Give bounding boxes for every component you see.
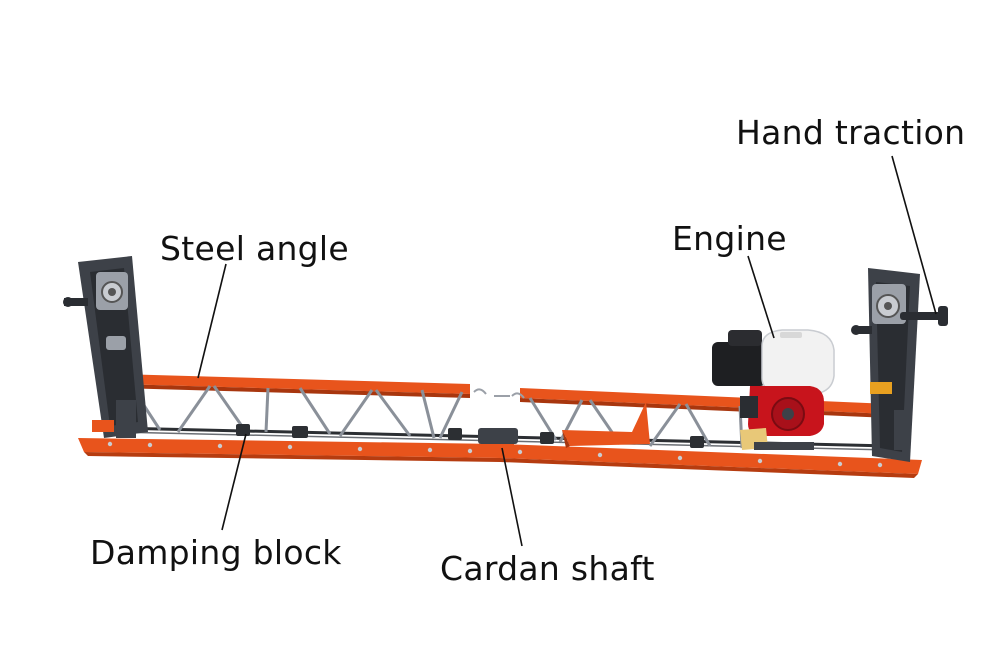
leader-hand-traction [891,155,937,315]
end-frame-right [851,268,948,462]
vibration-plate [562,402,650,448]
label-engine: Engine [672,219,787,258]
base-rail-right [500,444,922,478]
label-steel-angle: Steel angle [160,229,350,268]
leader-lines [197,155,937,547]
label-cardan-shaft: Cardan shaft [440,549,655,588]
label-damping-block: Damping block [90,533,342,572]
rail-bolts [107,441,883,468]
engine-assembly [712,329,835,450]
end-frame-left [63,256,148,438]
base-rail-left [78,438,500,462]
leader-damping-block [221,433,247,531]
leader-cardan-shaft [501,447,523,547]
leader-engine [747,255,775,339]
cardan-joint [473,388,525,454]
label-hand-traction: Hand traction [736,113,966,152]
leader-steel-angle [197,263,227,379]
damping-blocks [236,424,704,448]
steel-angle-left [118,374,470,398]
